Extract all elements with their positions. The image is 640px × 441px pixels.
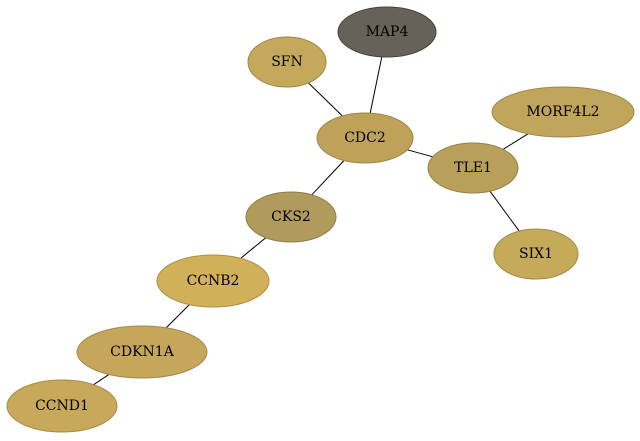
node-label: CCNB2 [187,273,240,289]
node-label: SFN [271,54,303,70]
node-label: CDKN1A [110,344,175,360]
edge-sfn-cdc2 [308,82,343,117]
node-shape [76,325,208,379]
node-cdc2[interactable]: CDC2 [316,112,414,164]
node-label: SIX1 [519,246,553,262]
edge-cdc2-tle1 [407,149,433,158]
node-shape [337,6,437,58]
edge-tle1-six1 [489,190,520,232]
edge-map4-cdc2 [369,56,383,114]
edge-layer [93,56,529,386]
node-label: CCND1 [35,398,89,414]
node-shape [493,228,579,280]
node-ccnd1[interactable]: CCND1 [6,379,118,433]
node-tle1[interactable]: TLE1 [427,142,519,194]
node-ccnb2[interactable]: CCNB2 [156,254,270,308]
node-morf4l2[interactable]: MORF4L2 [491,86,635,138]
node-label: MAP4 [366,24,409,40]
node-label: MORF4L2 [526,104,599,120]
node-shape [6,379,118,433]
node-shape [245,191,337,243]
node-shape [427,142,519,194]
edge-cdkn1a-ccnd1 [93,373,110,386]
node-shape [156,254,270,308]
node-shape [491,86,635,138]
node-label: CKS2 [271,209,311,225]
edge-cdc2-cks2 [311,160,345,196]
edge-ccnb2-cdkn1a [165,304,190,329]
node-map4[interactable]: MAP4 [337,6,437,58]
node-six1[interactable]: SIX1 [493,228,579,280]
node-shape [316,112,414,164]
node-shape [247,36,327,88]
node-label: CDC2 [344,130,386,146]
node-label: TLE1 [454,160,492,176]
node-sfn[interactable]: SFN [247,36,327,88]
node-cks2[interactable]: CKS2 [245,191,337,243]
edge-tle1-morf4l2 [502,133,529,150]
node-cdkn1a[interactable]: CDKN1A [76,325,208,379]
edge-cks2-ccnb2 [240,237,267,259]
